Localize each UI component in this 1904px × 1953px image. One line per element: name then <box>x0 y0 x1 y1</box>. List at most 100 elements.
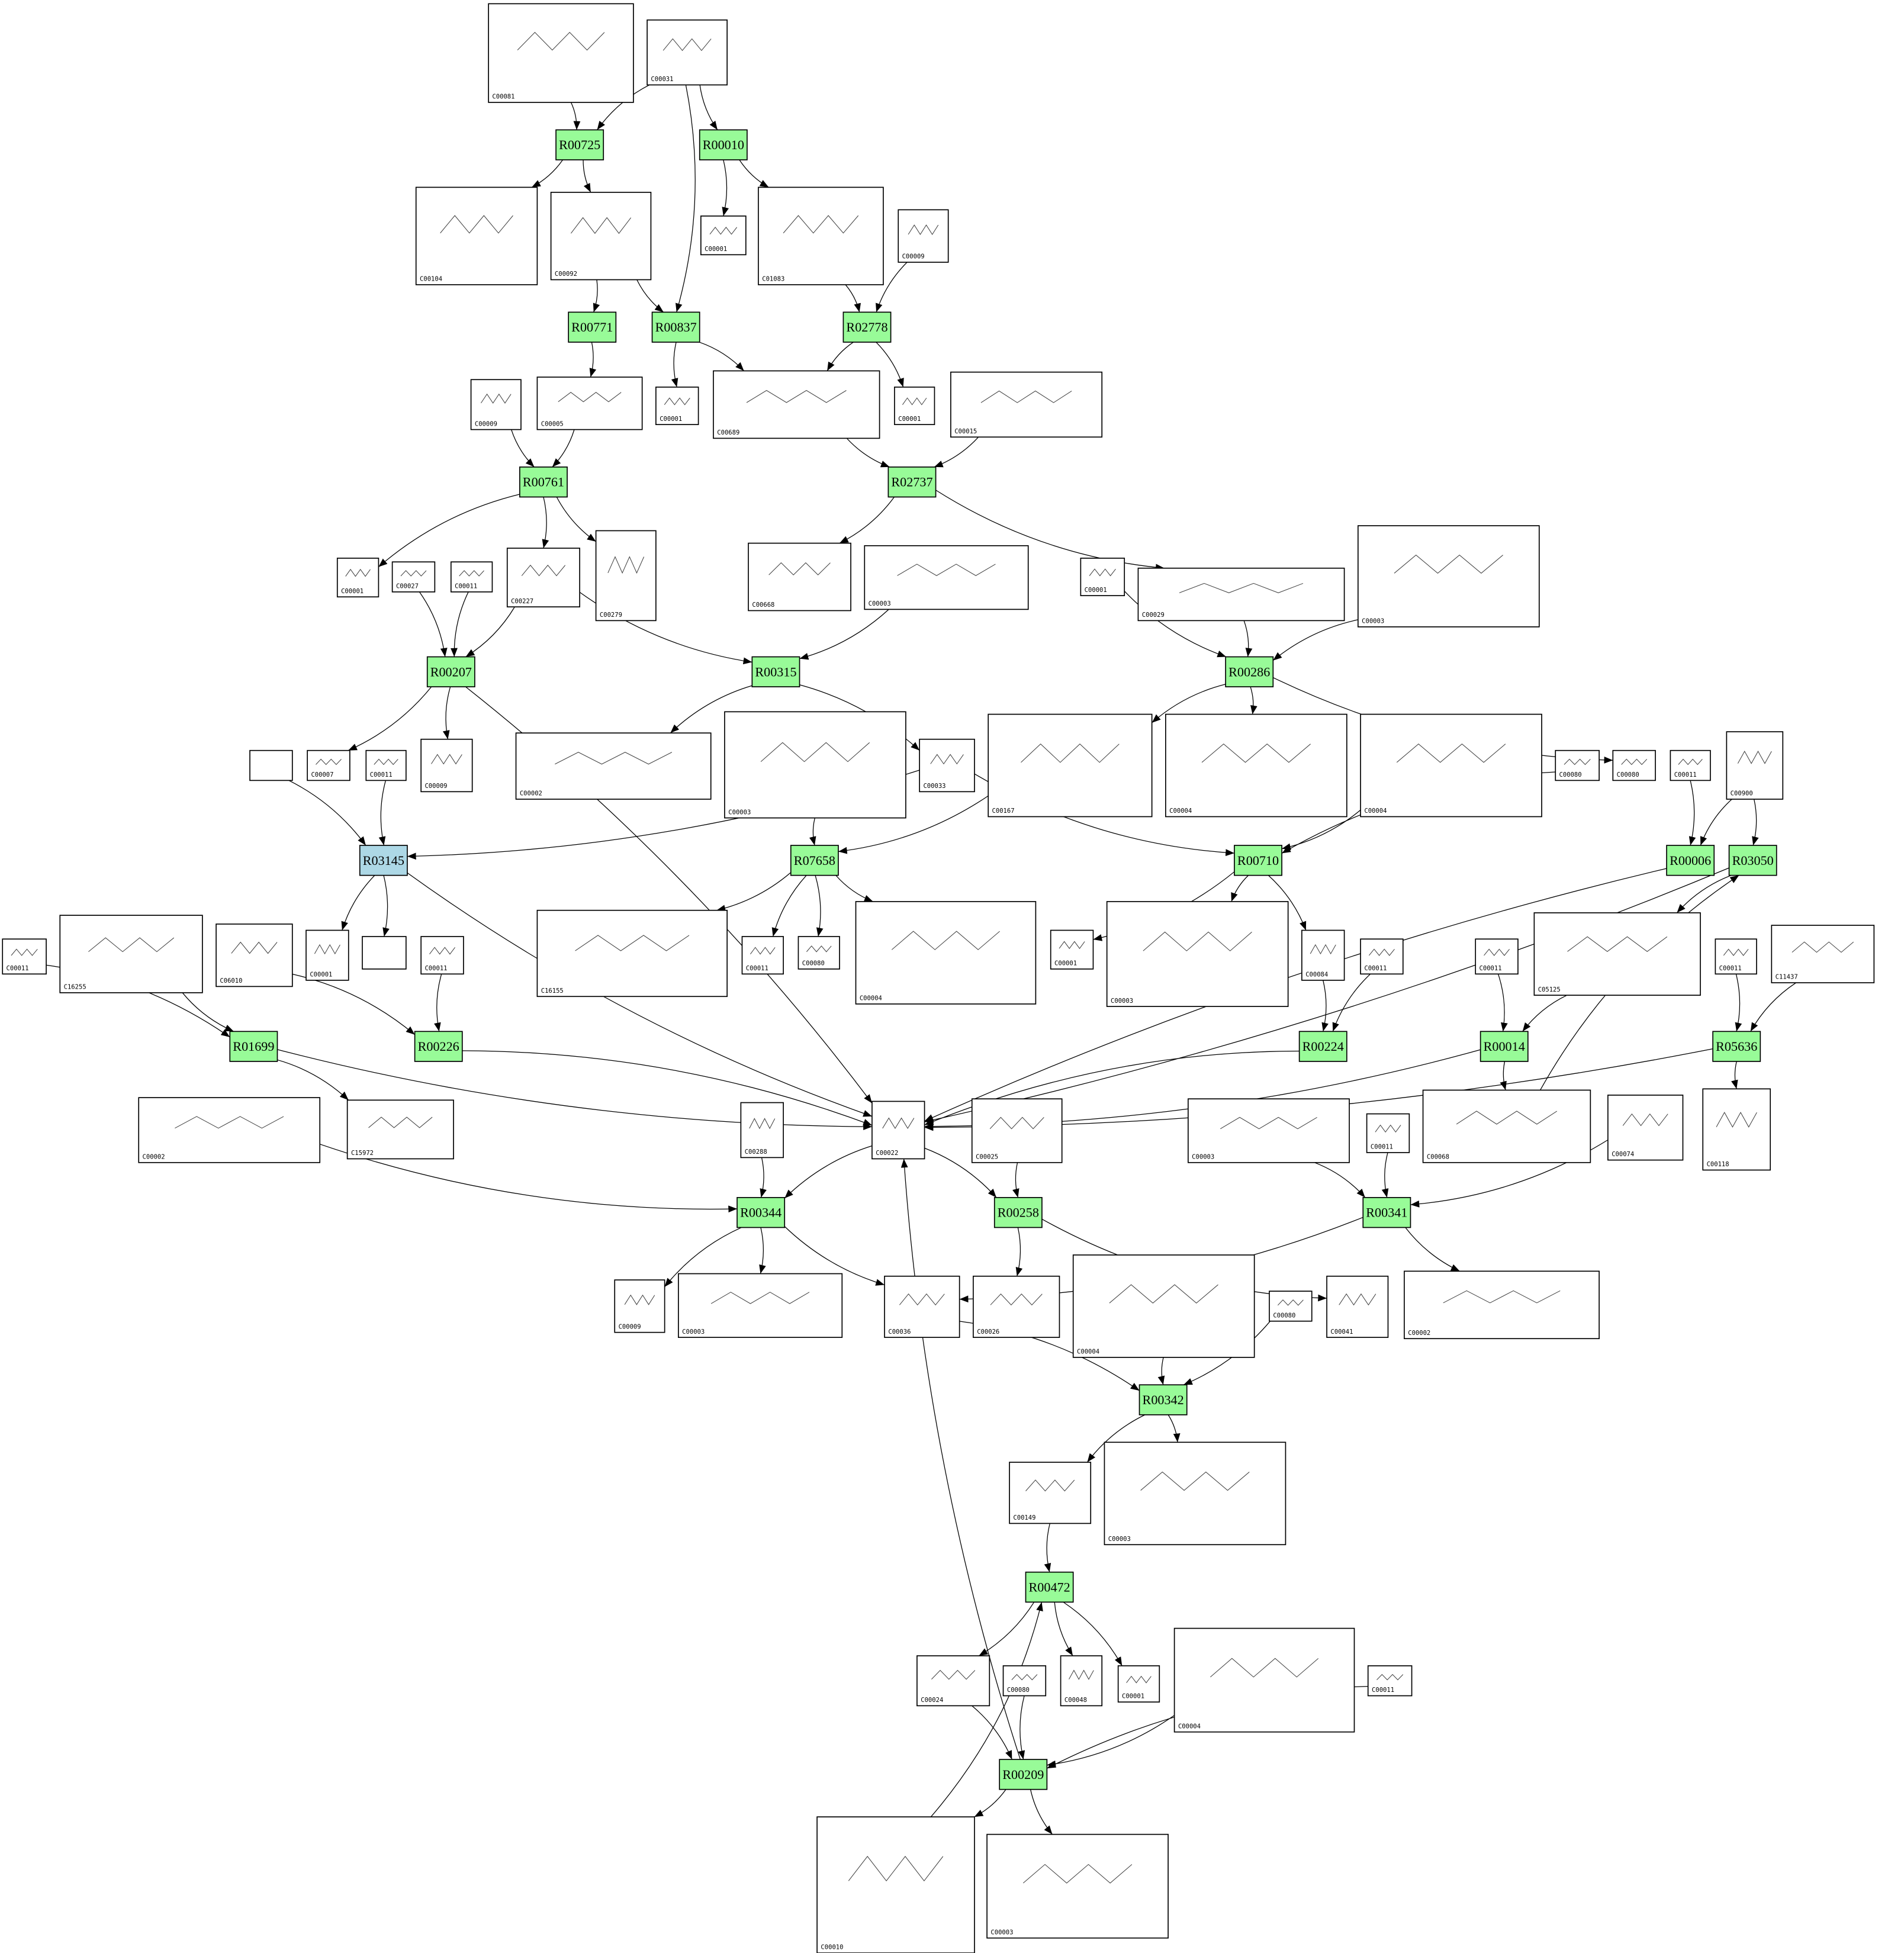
compound-node[interactable]: C00001 <box>1050 929 1094 970</box>
compound-node[interactable]: C00024 <box>916 1655 990 1707</box>
compound-node[interactable]: C06010 <box>216 924 293 987</box>
compound-node[interactable]: C00011 <box>2 938 47 975</box>
compound-node[interactable]: C16155 <box>536 909 728 998</box>
compound-node[interactable]: C11437 <box>1771 925 1875 983</box>
compound-node[interactable]: C00002 <box>1404 1270 1600 1340</box>
compound-node[interactable]: C16255 <box>59 915 203 993</box>
reaction-node[interactable]: R00315 <box>751 656 800 687</box>
compound-node[interactable] <box>249 749 293 781</box>
compound-node[interactable]: C00003 <box>1104 1442 1287 1546</box>
reaction-node[interactable]: R00209 <box>999 1759 1048 1790</box>
compound-node[interactable]: C00010 <box>816 1816 975 1953</box>
compound-node[interactable]: C00015 <box>950 371 1103 438</box>
compound-node[interactable]: C00080 <box>1555 749 1600 781</box>
compound-node[interactable]: C00149 <box>1009 1462 1092 1524</box>
compound-node[interactable]: C00002 <box>138 1097 321 1163</box>
compound-node[interactable]: C00011 <box>1366 1113 1410 1153</box>
compound-node[interactable]: C00668 <box>748 542 851 612</box>
reaction-node[interactable]: R00286 <box>1225 656 1274 687</box>
reaction-node[interactable]: R00472 <box>1025 1571 1074 1603</box>
compound-node[interactable]: C00004 <box>1165 713 1347 818</box>
compound-node[interactable]: C00031 <box>647 19 728 86</box>
compound-node[interactable]: C00009 <box>470 379 522 430</box>
reaction-node[interactable]: R00342 <box>1138 1384 1188 1415</box>
compound-node[interactable]: C00068 <box>1422 1089 1591 1163</box>
compound-node[interactable]: C00009 <box>614 1279 665 1333</box>
reaction-node[interactable]: R00725 <box>555 129 604 160</box>
compound-node[interactable]: C05125 <box>1533 912 1701 996</box>
compound-node[interactable]: C00900 <box>1726 731 1784 800</box>
compound-node[interactable]: C00026 <box>973 1275 1060 1338</box>
compound-node[interactable]: C00004 <box>1072 1254 1255 1358</box>
compound-node[interactable]: C00001 <box>305 929 349 981</box>
compound-node[interactable]: C00009 <box>898 209 949 263</box>
compound-node[interactable]: C00080 <box>1002 1665 1047 1697</box>
reaction-node[interactable]: R00258 <box>993 1197 1043 1228</box>
reaction-node[interactable]: R00010 <box>699 129 748 160</box>
compound-node[interactable]: C00005 <box>536 377 643 430</box>
compound-node[interactable]: C00084 <box>1301 929 1345 981</box>
reaction-node[interactable]: R00224 <box>1298 1031 1347 1062</box>
compound-node[interactable]: C00022 <box>871 1101 925 1160</box>
compound-node[interactable]: C00007 <box>307 749 350 781</box>
reaction-node[interactable]: R00837 <box>651 311 700 343</box>
reaction-node[interactable]: R00226 <box>414 1031 463 1062</box>
reaction-node[interactable]: R00341 <box>1362 1197 1411 1228</box>
reaction-node[interactable]: R07658 <box>790 845 839 876</box>
reaction-node[interactable]: R03145 <box>359 845 408 876</box>
reaction-node[interactable]: R00014 <box>1480 1031 1529 1062</box>
compound-node[interactable]: C00081 <box>488 3 634 103</box>
compound-node[interactable]: C00001 <box>1080 558 1125 596</box>
compound-node[interactable]: C00227 <box>506 548 580 607</box>
compound-node[interactable]: C00001 <box>894 387 935 426</box>
compound-node[interactable]: C00025 <box>971 1098 1063 1163</box>
compound-node[interactable]: C01083 <box>758 186 884 285</box>
reaction-node[interactable]: R03050 <box>1728 845 1777 876</box>
reaction-node[interactable]: R00207 <box>426 656 475 687</box>
compound-node[interactable]: C00167 <box>988 713 1153 818</box>
compound-node[interactable]: C00080 <box>1612 749 1656 781</box>
compound-node[interactable]: C00011 <box>450 561 493 593</box>
compound-node[interactable]: C00011 <box>420 936 464 975</box>
compound-node[interactable]: C00080 <box>1269 1291 1313 1322</box>
compound-node[interactable]: C00104 <box>415 186 538 285</box>
compound-node[interactable] <box>362 936 407 970</box>
reaction-node[interactable]: R01699 <box>229 1031 278 1062</box>
compound-node[interactable]: C00092 <box>550 191 652 281</box>
compound-node[interactable]: C15972 <box>346 1099 454 1160</box>
compound-node[interactable]: C00279 <box>595 530 657 622</box>
compound-node[interactable]: C00011 <box>1367 1665 1413 1697</box>
reaction-node[interactable]: R02737 <box>887 466 937 498</box>
compound-node[interactable]: C00011 <box>365 749 407 781</box>
reaction-node[interactable]: R02778 <box>842 311 892 343</box>
reaction-node[interactable]: R00771 <box>568 311 617 343</box>
compound-node[interactable]: C00003 <box>1187 1098 1350 1163</box>
compound-node[interactable]: C00009 <box>420 738 473 793</box>
compound-node[interactable]: C00001 <box>336 558 379 598</box>
compound-node[interactable]: C00041 <box>1326 1275 1389 1338</box>
compound-node[interactable]: C00011 <box>1715 938 1757 975</box>
compound-node[interactable]: C00011 <box>1360 938 1404 975</box>
compound-node[interactable]: C00036 <box>884 1275 960 1338</box>
compound-node[interactable]: C00003 <box>1106 901 1289 1007</box>
compound-node[interactable]: C00003 <box>678 1273 843 1338</box>
reaction-node[interactable]: R00006 <box>1666 845 1715 876</box>
compound-node[interactable]: C00011 <box>741 936 784 975</box>
compound-node[interactable]: C00689 <box>713 370 880 439</box>
compound-node[interactable]: C00118 <box>1702 1088 1771 1171</box>
compound-node[interactable]: C00004 <box>855 901 1037 1005</box>
compound-node[interactable]: C00027 <box>391 561 436 593</box>
compound-node[interactable]: C00011 <box>1670 749 1711 781</box>
compound-node[interactable]: C00011 <box>1475 938 1519 975</box>
reaction-node[interactable]: R05636 <box>1712 1031 1761 1062</box>
compound-node[interactable]: C00003 <box>986 1833 1169 1939</box>
compound-node[interactable]: C00080 <box>797 936 840 970</box>
compound-node[interactable]: C00001 <box>655 387 699 426</box>
compound-node[interactable]: C00004 <box>1360 713 1542 818</box>
compound-node[interactable]: C00002 <box>515 732 712 800</box>
compound-node[interactable]: C00003 <box>724 711 906 819</box>
compound-node[interactable]: C00074 <box>1607 1095 1684 1161</box>
compound-node[interactable]: C00001 <box>700 215 747 256</box>
compound-node[interactable]: C00288 <box>740 1102 784 1159</box>
compound-node[interactable]: C00004 <box>1173 1627 1355 1733</box>
